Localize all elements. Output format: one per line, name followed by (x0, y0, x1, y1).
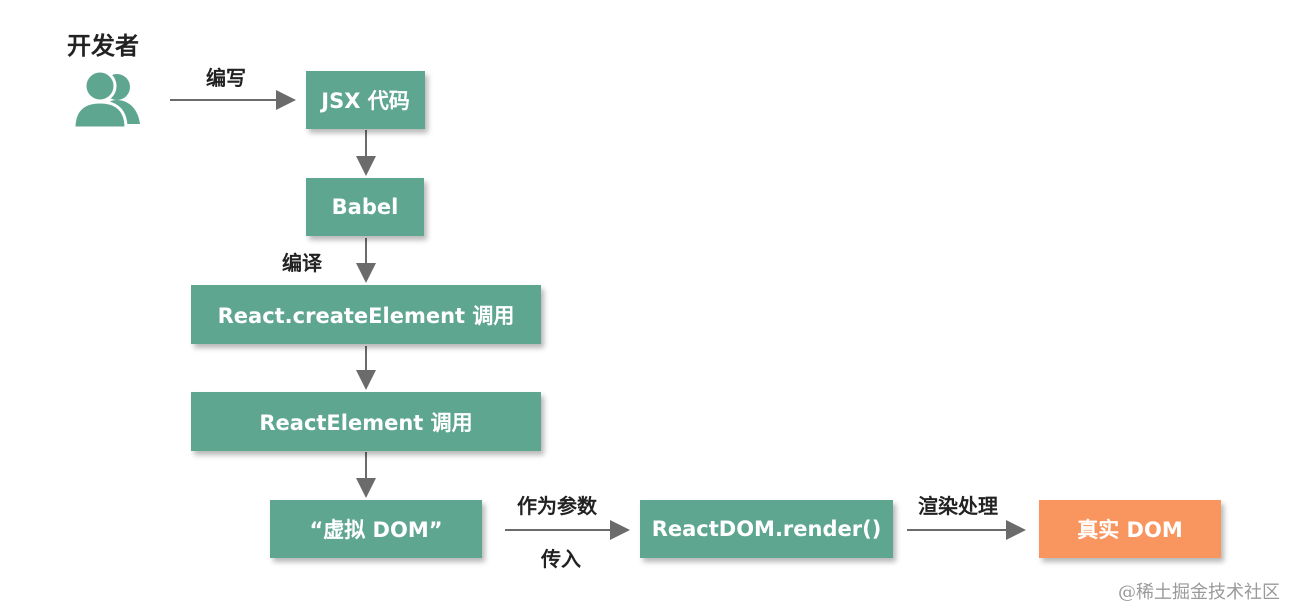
label-render-process: 渲染处理 (918, 494, 998, 518)
node-react-element: ReactElement 调用 (191, 392, 541, 451)
node-jsx-code: JSX 代码 (306, 71, 425, 129)
watermark: @稀土掘金技术社区 (1118, 582, 1280, 603)
label-pass-in: 传入 (541, 547, 581, 571)
label-write: 编写 (206, 66, 246, 90)
label-as-param: 作为参数 (517, 494, 597, 518)
node-create-element: React.createElement 调用 (191, 285, 541, 344)
node-reactdom-render: ReactDOM.render() (640, 500, 893, 558)
node-real-dom: 真实 DOM (1039, 500, 1221, 558)
node-virtual-dom: “虚拟 DOM” (270, 500, 482, 558)
developer-title: 开发者 (67, 32, 139, 60)
node-babel: Babel (306, 178, 424, 236)
label-compile: 编译 (282, 251, 322, 275)
users-icon (70, 66, 150, 132)
